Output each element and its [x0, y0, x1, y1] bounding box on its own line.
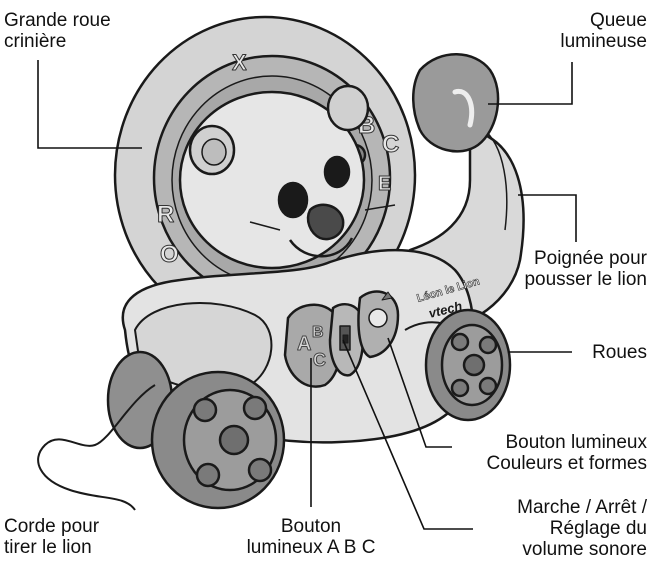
mane-letter: E	[378, 173, 391, 195]
label-power-switch-line2: Réglage du	[517, 518, 647, 539]
mane-letter: X	[232, 50, 247, 75]
label-power-switch-line3: volume sonore	[517, 539, 647, 560]
wheel-front-right	[426, 310, 510, 420]
label-shapes-button-line1: Bouton lumineux	[486, 432, 647, 453]
button-letter-c: C	[313, 350, 326, 370]
label-abc-button-line1: Bouton	[216, 516, 406, 537]
label-abc-button-line2: lumineux A B C	[216, 537, 406, 558]
label-power-switch: Marche / Arrêt / Réglage du volume sonor…	[517, 497, 647, 560]
label-tail-line2: lumineuse	[560, 31, 647, 52]
mane-letter: R	[157, 201, 174, 228]
mane-letter: C	[382, 131, 399, 158]
label-wheels-line1: Roues	[592, 342, 647, 363]
label-handle-line1: Poignée pour	[524, 248, 647, 269]
label-pull-cord-line2: tirer le lion	[4, 537, 99, 558]
label-shapes-button-line2: Couleurs et formes	[486, 453, 647, 474]
label-tail: Queue lumineuse	[560, 10, 647, 52]
label-abc-button: Bouton lumineux A B C	[216, 516, 406, 558]
label-shapes-button: Bouton lumineux Couleurs et formes	[486, 432, 647, 474]
button-letter-a: A	[297, 333, 311, 355]
label-handle-line2: pousser le lion	[524, 269, 647, 290]
button-letter-b: B	[312, 324, 324, 341]
leader-handle	[518, 195, 576, 242]
label-tail-line1: Queue	[560, 10, 647, 31]
label-handle: Poignée pour pousser le lion	[524, 248, 647, 290]
mane-letter: O	[160, 241, 179, 268]
label-mane-wheel: Grande roue crinière	[4, 10, 111, 52]
leader-tail	[488, 62, 572, 104]
label-wheels: Roues	[592, 342, 647, 363]
wheel-front-left	[152, 372, 284, 508]
label-pull-cord: Corde pour tirer le lion	[4, 516, 99, 558]
label-mane-wheel-line1: Grande roue	[4, 10, 111, 31]
label-mane-wheel-line2: crinière	[4, 31, 111, 52]
label-power-switch-line1: Marche / Arrêt /	[517, 497, 647, 518]
label-pull-cord-line1: Corde pour	[4, 516, 99, 537]
